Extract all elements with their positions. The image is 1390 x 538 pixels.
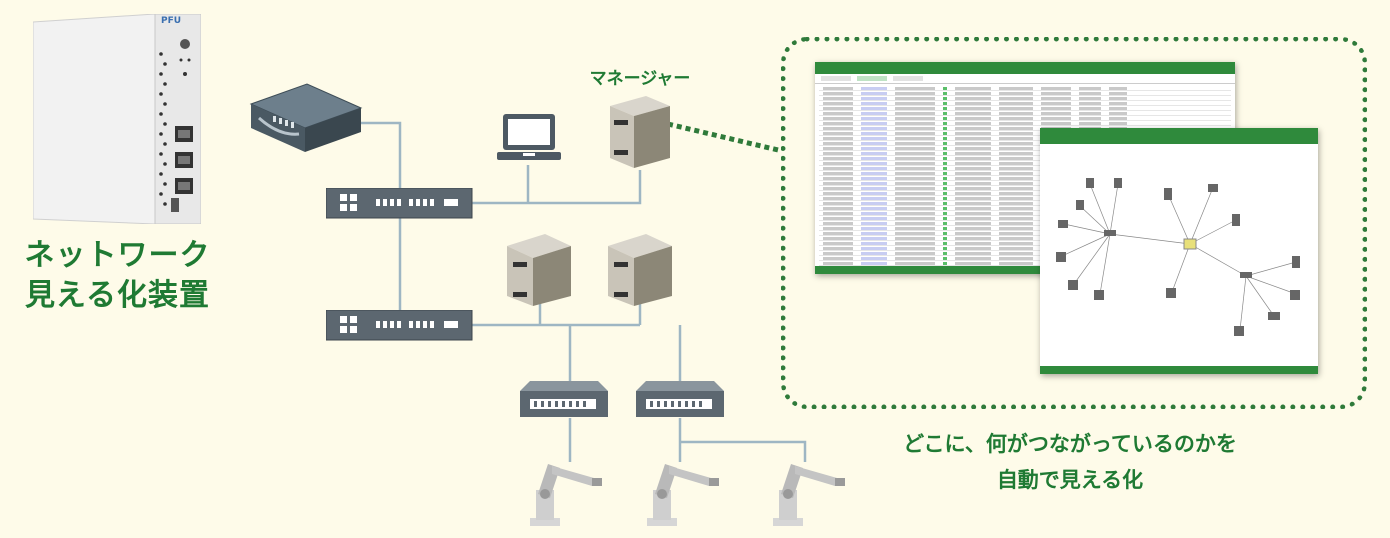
table-row: [819, 101, 1231, 106]
appliance-label-line2: 見える化装置: [24, 278, 211, 313]
server-icon: [505, 234, 571, 310]
screenshot-header-bar: [1040, 128, 1318, 144]
table-row: [819, 106, 1231, 111]
switch-icon: [325, 309, 474, 346]
table-row: [819, 111, 1231, 116]
hub-icon: [636, 381, 724, 425]
hub-icon: [520, 381, 608, 425]
table-row: [819, 86, 1231, 91]
server-icon: [606, 234, 672, 310]
manager-label: マネージャー: [589, 69, 691, 89]
device-table: [815, 84, 1235, 268]
device-list-screenshot: [815, 62, 1235, 274]
topology-graph: [1056, 178, 1300, 336]
robot-arm-icon: [771, 460, 851, 532]
server-icon: [608, 96, 670, 172]
switch-icon: [325, 187, 474, 224]
robot-arm-icon: [645, 460, 725, 532]
table-row: [819, 96, 1231, 101]
appliance-label: ネットワーク 見える化装置: [10, 236, 225, 316]
screenshot-tabs: [815, 74, 1235, 84]
router-icon: [245, 82, 363, 158]
caption: どこに、何がつながっているのかを 自動で見える化: [850, 426, 1290, 498]
caption-line2: 自動で見える化: [996, 468, 1144, 492]
topology-map-screenshot: [1040, 128, 1318, 374]
visualization-callout-frame: [781, 37, 1367, 409]
table-row: [819, 121, 1231, 126]
network-appliance-icon: PFU: [32, 13, 202, 225]
screenshot-footer-bar: [815, 266, 1235, 274]
table-row: [819, 116, 1231, 121]
robot-arm-icon: [528, 460, 608, 532]
screenshot-footer-bar: [1040, 366, 1318, 374]
screenshot-header-bar: [815, 62, 1235, 74]
laptop-icon: [497, 112, 561, 168]
caption-line1: どこに、何がつながっているのかを: [903, 432, 1237, 456]
appliance-label-line1: ネットワーク: [24, 238, 211, 273]
table-row: [819, 91, 1231, 96]
device-brand: PFU: [161, 16, 182, 26]
